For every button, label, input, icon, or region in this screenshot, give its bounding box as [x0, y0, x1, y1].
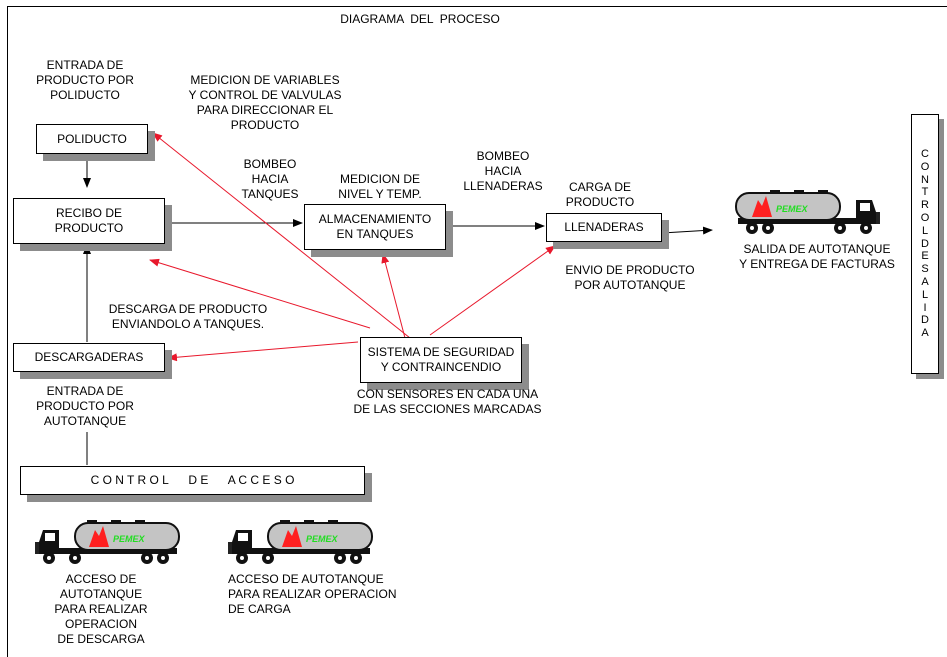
tanker-truck-icon: PEMEX [228, 520, 373, 564]
label-bombeo-llenaderas: BOMBEO HACIA LLENADERAS [463, 149, 543, 193]
letter: E [921, 250, 929, 263]
recibo-producto-box: RECIBO DE PRODUCTO [13, 198, 165, 244]
arrow-llenaderas-to-salida [661, 226, 713, 235]
letter: D [921, 314, 929, 327]
almacenamiento-box: ALMACENAMIENTO EN TANQUES [304, 204, 446, 250]
descargaderas-box: DESCARGADERAS [13, 343, 165, 372]
control-salida-box: C O N T R O L D E S A L I D A [911, 114, 939, 374]
red-arrow-to-almacenamiento [381, 253, 406, 339]
truck-logo-text: PEMEX [306, 534, 339, 544]
letter: I [923, 301, 927, 314]
control-acceso-box: C O N T R O L D E A C C E S O [20, 466, 365, 495]
tanker-truck-icon: PEMEX [35, 520, 180, 564]
label-acceso-carga: ACCESO DE AUTOTANQUE PARA REALIZAR OPERA… [228, 572, 397, 616]
label-sensores: CON SENSORES EN CADA UNA DE LAS SECCIONE… [353, 387, 542, 416]
label-entrada-poliducto: ENTRADA DE PRODUCTO POR POLIDUCTO [36, 58, 134, 102]
label-entrada-autotanque: ENTRADA DE PRODUCTO POR AUTOTANQUE [36, 384, 134, 428]
letter: R [921, 199, 929, 212]
tanker-truck-icon: PEMEX [735, 190, 880, 234]
letter: L [921, 224, 929, 237]
red-arrow-to-poliducto [152, 132, 411, 339]
letter: L [921, 288, 929, 301]
label-descarga-producto: DESCARGA DE PRODUCTO ENVIANDOLO A TANQUE… [108, 302, 268, 331]
truck-logo-text: PEMEX [113, 534, 146, 544]
page-title: DIAGRAMA DEL PROCESO [340, 12, 500, 26]
seguridad-box: SISTEMA DE SEGURIDAD Y CONTRAINCENDIO [360, 337, 522, 383]
label-carga-producto: CARGA DE PRODUCTO [565, 180, 635, 209]
letter: A [921, 275, 929, 288]
letter: N [921, 173, 929, 186]
letter: A [921, 327, 929, 340]
letter: C [921, 148, 929, 161]
letter: S [921, 263, 929, 276]
letter: D [921, 237, 929, 250]
label-bombeo-tanques: BOMBEO HACIA TANQUES [241, 157, 299, 201]
label-medicion-nivel: MEDICION DE NIVEL Y TEMP. [338, 172, 422, 201]
red-arrow-to-llenaderas [429, 245, 556, 336]
letter: O [920, 212, 930, 224]
label-medicion-variables: MEDICION DE VARIABLES Y CONTROL DE VALVU… [188, 73, 342, 132]
frame-top-line [7, 6, 947, 7]
poliducto-box: POLIDUCTO [36, 124, 148, 154]
truck-logo-text: PEMEX [776, 204, 809, 214]
red-arrow-to-descargaderas [167, 341, 359, 362]
frame-left-line [7, 6, 8, 657]
label-acceso-descarga: ACCESO DE AUTOTANQUE PARA REALIZAR OPERA… [54, 572, 148, 646]
letter: T [921, 186, 929, 199]
label-salida-autotanque: SALIDA DE AUTOTANQUE Y ENTREGA DE FACTUR… [739, 242, 895, 271]
llenaderas-box: LLENADERAS [546, 213, 662, 242]
letter: O [920, 160, 930, 173]
red-arrow-to-recibo [149, 258, 371, 329]
label-envio-producto: ENVIO DE PRODUCTO POR AUTOTANQUE [565, 263, 695, 292]
safety-arrows [149, 132, 556, 362]
